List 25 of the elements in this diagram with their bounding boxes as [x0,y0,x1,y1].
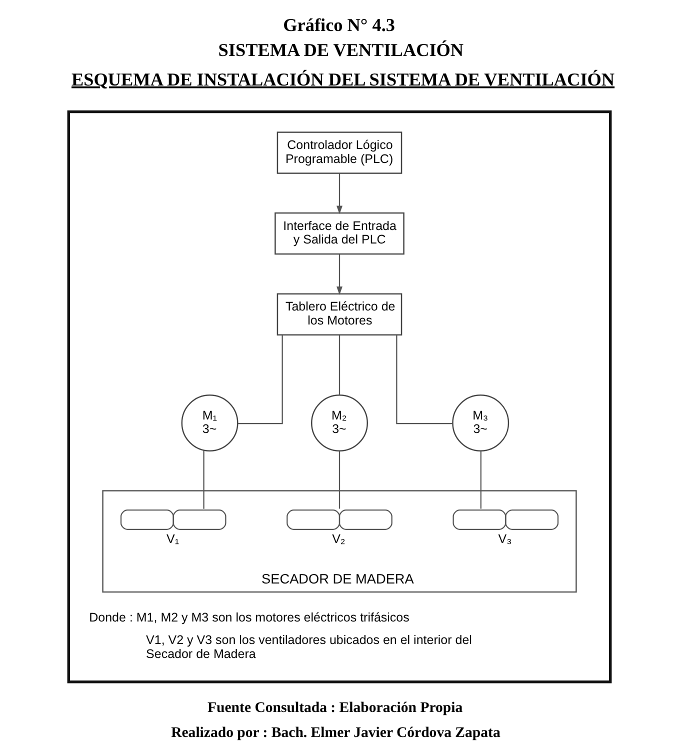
label: SISTEMA DE VENTILACIÓN [218,40,464,60]
node-circle: M₃ 3~ [452,394,510,452]
connector [338,450,340,509]
node-circle: M₂ 3~ [311,394,368,452]
label: ESQUEMA DE INSTALACIÓN DEL SISTEMA DE VENTILACIÓN [72,69,615,90]
node-label: V₃ [498,532,512,546]
diagram-title: Gráfico N° 4.3 [283,14,395,35]
label: V1, V2 y V3 son los ventiladores ubicados en el interior del Secador de Madera [146,633,472,661]
label: Donde : M1, M2 y M3 son los motores eléctricos trifásicos [89,610,410,624]
node-circle: M₁ 3~ [181,394,238,452]
node-label: V₂ [332,532,346,546]
arrow [336,174,342,214]
connector [396,334,453,424]
connector [480,450,482,509]
label: Realizado por : Bach. Elmer Javier Córdova Zapata [171,724,500,741]
node-label: V₁ [166,532,180,546]
label: Fuente Consultada : Elaboración Propia [207,700,463,716]
node-box: Controlador Lógico Programable (PLC) [276,132,402,174]
connector [238,334,283,424]
arrow [336,254,342,296]
connector [203,450,204,509]
node-box: Interface de Entrada y Salida del PLC [274,212,404,255]
connector [338,335,340,396]
node-box: Tablero Eléctrico de los Motores [276,293,402,336]
cluster [67,110,612,684]
